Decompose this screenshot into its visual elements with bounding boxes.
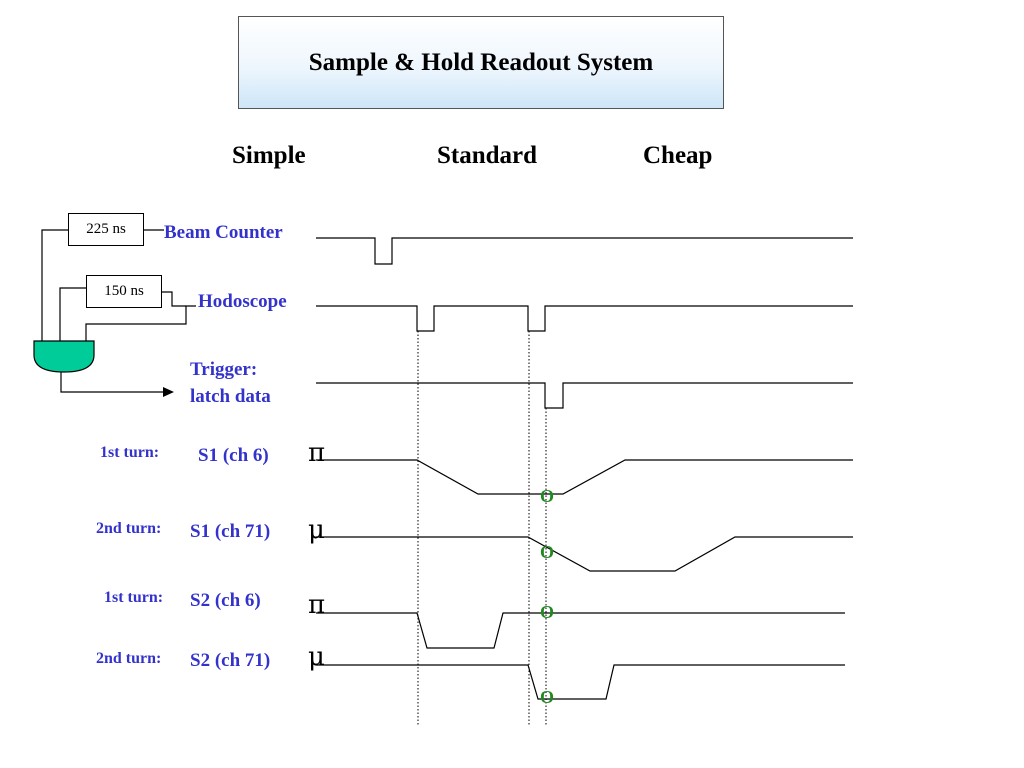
channel-label: S2 (ch 71) (190, 650, 271, 671)
s2-ch71-waveform (316, 664, 845, 700)
turn-label: 2nd turn: (96, 650, 162, 667)
turn-label: 1st turn: (100, 444, 160, 461)
sample-marker: O (540, 602, 555, 622)
trigger-wire (60, 372, 164, 393)
hodo-delay-wire-out (59, 287, 86, 341)
turn-label: 2nd turn: (96, 520, 162, 537)
delay-label-225ns: 225 ns (86, 221, 126, 237)
delay-box-150ns: 150 ns (86, 275, 162, 308)
and-gate-icon (33, 340, 95, 373)
pion-symbol: π (308, 438, 326, 468)
channel-label: S1 (ch 6) (198, 445, 269, 466)
channel-label: S2 (ch 6) (190, 590, 261, 611)
beam-counter-label: Beam Counter (164, 222, 283, 243)
sample-marker: O (540, 486, 555, 506)
s1-ch71-waveform (316, 536, 853, 572)
sample-marker: O (540, 542, 555, 562)
beam-delay-wire-out (41, 229, 68, 341)
trigger-waveform (316, 382, 853, 409)
pion-symbol: π (308, 590, 326, 620)
hodoscope-label: Hodoscope (198, 291, 287, 312)
column-header-cheap: Cheap (643, 142, 713, 169)
muon-symbol: μ (308, 515, 325, 545)
page-title: Sample & Hold Readout System (308, 48, 654, 76)
s1-ch6-waveform (316, 459, 853, 495)
trigger-label-line2: latch data (190, 386, 271, 407)
hodo-delay-wire (162, 291, 186, 307)
sample-marker: O (540, 687, 555, 707)
turn-label: 1st turn: (104, 589, 164, 606)
column-header-simple: Simple (232, 142, 306, 169)
trigger-arrowhead (163, 387, 174, 397)
muon-symbol: μ (308, 642, 325, 672)
channel-label: S1 (ch 71) (190, 521, 271, 542)
hodo-direct-wire (85, 305, 196, 341)
beam-counter-waveform (316, 237, 853, 265)
s2-ch6-waveform (316, 612, 845, 649)
delay-label-150ns: 150 ns (104, 283, 144, 299)
title-box: Sample & Hold Readout System (238, 16, 724, 109)
hodoscope-waveform (316, 305, 853, 332)
trigger-label-line1: Trigger: (190, 359, 258, 380)
column-header-standard: Standard (437, 142, 538, 169)
delay-box-225ns: 225 ns (68, 213, 144, 246)
